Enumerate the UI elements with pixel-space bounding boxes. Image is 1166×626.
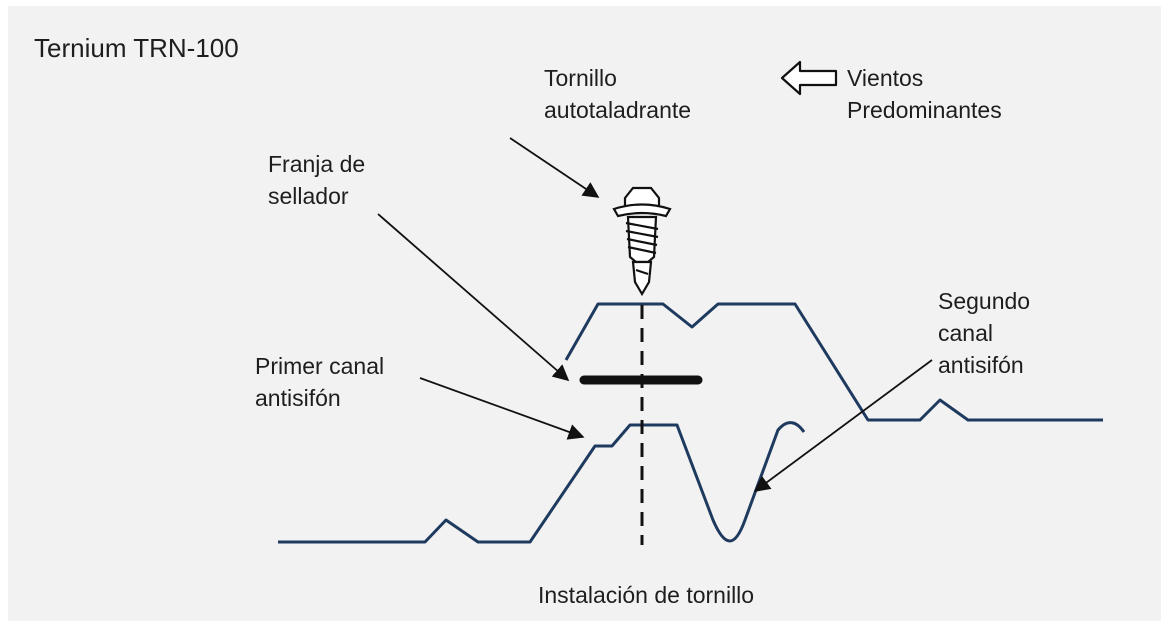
upper-panel-profile	[564, 302, 1103, 422]
self-drilling-screw-label: Tornillo autotaladrante	[544, 65, 692, 123]
first-anti-siphon-channel-label: Primer canal antisifón	[255, 353, 385, 411]
diagram-caption: Instalación de tornillo	[538, 582, 755, 608]
sealant-leader-arrow	[377, 213, 570, 382]
lower-panel-profile	[278, 421, 806, 544]
hollow-left-arrow-icon	[780, 60, 838, 96]
second-channel-leader-arrow	[753, 359, 933, 492]
self-drilling-screw-icon	[612, 186, 672, 297]
diagram-title: Ternium TRN-100	[34, 33, 239, 63]
prevailing-winds-label: Vientos Predominantes	[847, 65, 1002, 123]
screw-leader-arrow	[509, 137, 600, 198]
sealant-strip-label: Franja de sellador	[268, 151, 366, 209]
diagram-background	[8, 6, 1161, 621]
second-anti-siphon-channel-label: Segundo canal antisifón	[938, 288, 1031, 378]
first-channel-leader-arrow	[419, 377, 585, 440]
